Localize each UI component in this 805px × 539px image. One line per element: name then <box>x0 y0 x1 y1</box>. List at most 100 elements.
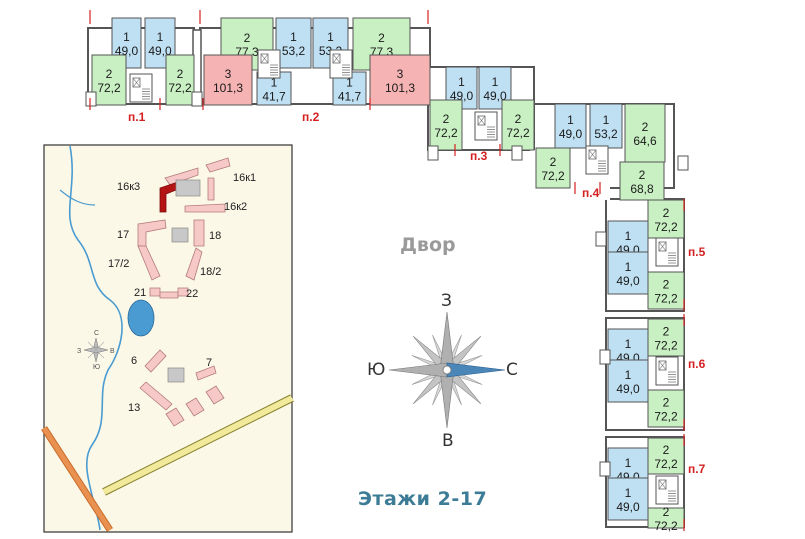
map-label-m4: 17 <box>117 229 129 241</box>
unit-rooms: 1 <box>290 30 297 44</box>
elevator-icon <box>588 149 597 160</box>
unit-area: 53,2 <box>594 127 618 141</box>
unit-u18: 153,2 <box>589 103 623 149</box>
elevator-icon <box>658 479 667 490</box>
core-7 <box>655 356 679 386</box>
map-building-9 <box>149 287 161 297</box>
unit-fill <box>647 271 685 310</box>
unit-rooms: 2 <box>663 325 670 339</box>
compass-rose <box>388 311 506 429</box>
entrance-label-e4: п.4 <box>582 186 600 200</box>
unit-u30: 272,2 <box>647 437 685 475</box>
unit-rooms: 2 <box>515 112 522 126</box>
river-branch <box>59 189 96 206</box>
unit-area: 101,3 <box>385 81 415 95</box>
mini-compass-label: С <box>94 330 99 337</box>
unit-fill <box>647 318 685 357</box>
elevator-icon <box>132 77 141 88</box>
unit-fill <box>647 437 685 475</box>
map-label-m12: 13 <box>128 402 140 414</box>
map-building-2 <box>205 157 231 173</box>
map-building-8 <box>185 247 203 281</box>
unit-area: 41,7 <box>262 90 286 104</box>
map-building-11 <box>177 287 189 297</box>
unit-rooms: 2 <box>177 67 184 81</box>
unit-u22: 272,2 <box>647 199 685 239</box>
map-building-17 <box>205 385 225 405</box>
unit-fill <box>647 507 685 529</box>
unit-rooms: 2 <box>550 155 557 169</box>
mini-compass-label: Ю <box>93 364 100 371</box>
unit-area: 72,2 <box>654 339 678 353</box>
compass-center <box>442 365 452 375</box>
unit-u19: 264,6 <box>624 103 666 163</box>
core-8 <box>655 475 679 505</box>
entrance-label-e3: п.3 <box>470 149 488 163</box>
map-service-building-3 <box>167 367 185 383</box>
unit-area: 49,0 <box>616 382 640 396</box>
unit-u15: 272,2 <box>429 99 463 151</box>
unit-rooms: 2 <box>663 443 670 457</box>
mini-compass-label: З <box>77 348 81 355</box>
unit-rooms: 1 <box>492 75 499 89</box>
unit-fill <box>647 389 685 428</box>
compass-ray-main <box>439 311 455 371</box>
map-label-m3: 16к2 <box>224 201 247 213</box>
unit-area: 49,0 <box>559 127 583 141</box>
core-3 <box>329 49 353 79</box>
elevator-icon <box>260 53 269 64</box>
unit-u17: 149,0 <box>554 103 587 149</box>
elevator-icon <box>477 115 486 126</box>
map-building-16 <box>185 397 205 417</box>
unit-fill <box>589 103 623 149</box>
unit-u24: 149,0 <box>607 251 649 295</box>
unit-rooms: 2 <box>642 120 649 134</box>
map-label-m9: 22 <box>186 288 198 300</box>
map-building-6 <box>193 219 205 247</box>
elevator-icon <box>260 53 269 64</box>
entrance-label-e7: п.7 <box>688 462 706 476</box>
unit-fill <box>91 54 127 106</box>
road-secondary-inner <box>102 395 294 495</box>
unit-area: 49,0 <box>483 89 507 103</box>
unit-rooms: 2 <box>443 112 450 126</box>
unit-u25: 272,2 <box>647 271 685 310</box>
compass-label-bottom: В <box>442 431 454 451</box>
unit-u21: 268,8 <box>619 161 665 201</box>
unit-rooms: 1 <box>458 75 465 89</box>
unit-area: 72,2 <box>654 292 678 306</box>
map-building-12 <box>144 349 167 373</box>
unit-u4: 272,2 <box>165 54 195 106</box>
unit-rooms: 2 <box>663 206 670 220</box>
unit-u26: 272,2 <box>647 318 685 357</box>
map-label-m1: 16к3 <box>117 181 140 193</box>
unit-area: 68,8 <box>630 182 654 196</box>
unit-area: 72,2 <box>654 457 678 471</box>
unit-rooms: 1 <box>625 486 632 500</box>
unit-u32: 149,0 <box>607 477 649 521</box>
compass-ray-main <box>439 369 455 429</box>
unit-area: 64,6 <box>633 134 657 148</box>
unit-fill <box>501 99 535 151</box>
floors-title: Этажи 2-17 <box>358 488 487 510</box>
compass-label-right: С <box>506 360 518 380</box>
balcony-4 <box>511 145 523 161</box>
entrance-label-e5: п.5 <box>688 245 706 259</box>
core-1 <box>129 73 153 103</box>
unit-rooms: 1 <box>625 229 632 243</box>
map-label-m11: 7 <box>206 357 212 369</box>
core-4 <box>474 111 498 141</box>
unit-rooms: 1 <box>603 113 610 127</box>
unit-area: 101,3 <box>213 81 243 95</box>
unit-rooms: 2 <box>106 67 113 81</box>
balcony-7 <box>595 231 607 247</box>
map-frame <box>43 144 293 533</box>
map-label-m5: 18 <box>209 230 221 242</box>
mini-compass-diag <box>87 341 105 359</box>
yard-label: Двор <box>400 234 456 256</box>
compass-ray-east <box>446 362 506 378</box>
balcony-3 <box>427 145 439 161</box>
